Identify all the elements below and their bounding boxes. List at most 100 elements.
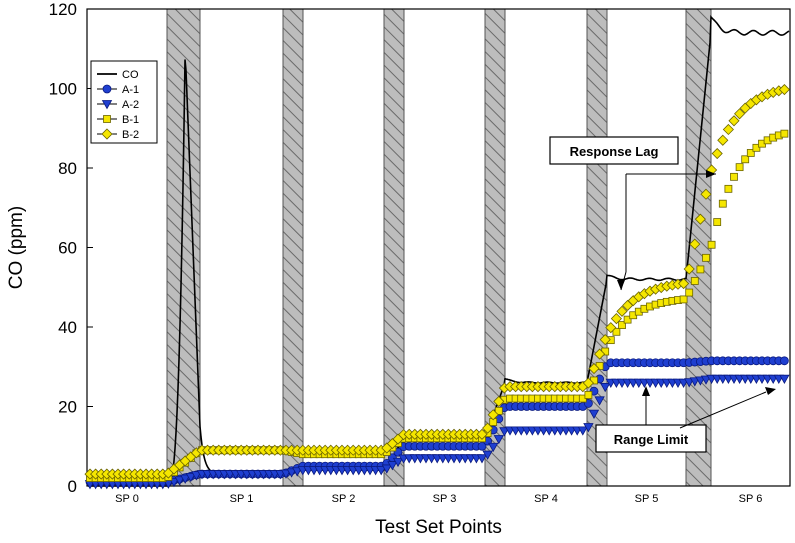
data-point	[689, 238, 701, 250]
data-point	[588, 362, 600, 375]
x-category-label: SP 0	[115, 493, 139, 505]
range-limit-label: Range Limit	[614, 432, 689, 447]
arrowhead	[642, 386, 650, 396]
data-point	[280, 469, 292, 479]
series-b-2	[84, 83, 790, 480]
data-point	[584, 391, 593, 399]
data-point	[779, 374, 790, 384]
data-point	[476, 428, 488, 440]
legend-item-co: CO	[97, 69, 139, 81]
data-point	[713, 218, 722, 226]
legend-marker	[101, 128, 113, 140]
legend-item-b-2: B-2	[97, 128, 139, 141]
y-tick-label: 100	[49, 80, 77, 99]
data-point	[689, 377, 700, 387]
legend-marker	[101, 100, 113, 110]
data-point	[683, 263, 695, 275]
data-point	[702, 253, 710, 262]
transition-band-5	[586, 8, 608, 487]
data-point	[780, 129, 789, 138]
data-point	[722, 123, 734, 136]
data-point	[493, 395, 505, 407]
data-point	[778, 83, 790, 96]
data-point	[582, 377, 594, 389]
data-point	[728, 115, 740, 127]
data-point	[707, 240, 716, 249]
response-lag-leader	[620, 271, 627, 291]
y-tick-label: 40	[58, 318, 77, 337]
data-point	[599, 334, 611, 346]
x-category-label: SP 4	[534, 493, 558, 505]
data-point	[623, 315, 632, 324]
x-category-label: SP 3	[433, 493, 457, 505]
data-point	[724, 184, 733, 193]
data-point	[594, 348, 606, 360]
transition-band-2	[282, 8, 304, 487]
x-category-label: SP 1	[230, 493, 254, 505]
arrowhead	[765, 387, 776, 395]
y-tick-label: 0	[68, 477, 77, 496]
data-point	[685, 288, 694, 297]
data-point	[180, 474, 191, 484]
data-point	[717, 134, 729, 146]
legend: CO A-1A-2B-1B-2	[90, 60, 158, 144]
data-point	[734, 108, 746, 120]
data-point	[387, 461, 398, 471]
data-point	[741, 155, 750, 164]
y-tick-label: 120	[49, 0, 77, 19]
data-point	[694, 213, 706, 225]
response-lag-label: Response Lag	[570, 144, 659, 159]
y-tick-label: 60	[58, 239, 77, 258]
x-axis-title: Test Set Points	[375, 517, 502, 538]
y-axis-title: CO (ppm)	[6, 206, 27, 289]
data-point	[616, 305, 628, 317]
y-tick-label: 20	[58, 398, 77, 417]
data-point	[476, 454, 488, 464]
x-category-label: SP 6	[739, 493, 763, 505]
transition-band-1	[166, 8, 201, 487]
data-point	[583, 423, 594, 433]
data-point	[718, 199, 727, 208]
legend-label: A-2	[122, 99, 139, 111]
x-category-label: SP 2	[332, 493, 356, 505]
data-point	[735, 163, 744, 172]
data-point	[493, 435, 504, 445]
data-point	[679, 295, 688, 304]
legend-marker	[102, 84, 112, 94]
transition-band-6	[685, 8, 712, 487]
data-point	[292, 467, 303, 477]
legend-marker	[103, 115, 111, 123]
data-point	[690, 277, 699, 285]
data-point	[696, 265, 705, 274]
legend-label: B-2	[122, 129, 139, 141]
data-point	[494, 406, 503, 415]
data-point	[577, 426, 588, 436]
data-point	[588, 409, 600, 419]
data-point	[488, 442, 499, 453]
data-point	[392, 457, 404, 468]
data-point	[700, 188, 712, 200]
data-point	[376, 466, 387, 476]
legend-item-a-2: A-2	[97, 99, 139, 111]
data-point	[605, 322, 617, 334]
data-point	[482, 422, 494, 434]
data-point	[286, 468, 297, 478]
data-point	[174, 476, 185, 486]
data-point	[780, 356, 789, 366]
data-point	[684, 378, 695, 388]
legend-item-b-1: B-1	[97, 114, 139, 126]
x-category-label: SP 5	[635, 493, 659, 505]
transition-band-3	[383, 8, 405, 487]
legend-label: A-1	[122, 84, 139, 96]
data-point	[678, 277, 690, 290]
range-limit-box	[595, 424, 707, 453]
range-limit-leader	[679, 391, 767, 429]
data-point	[191, 471, 202, 481]
legend-item-a-1: A-1	[97, 84, 139, 96]
data-point	[477, 441, 487, 451]
legend-label: CO	[122, 69, 139, 81]
data-point	[600, 383, 611, 393]
data-point	[618, 321, 626, 329]
